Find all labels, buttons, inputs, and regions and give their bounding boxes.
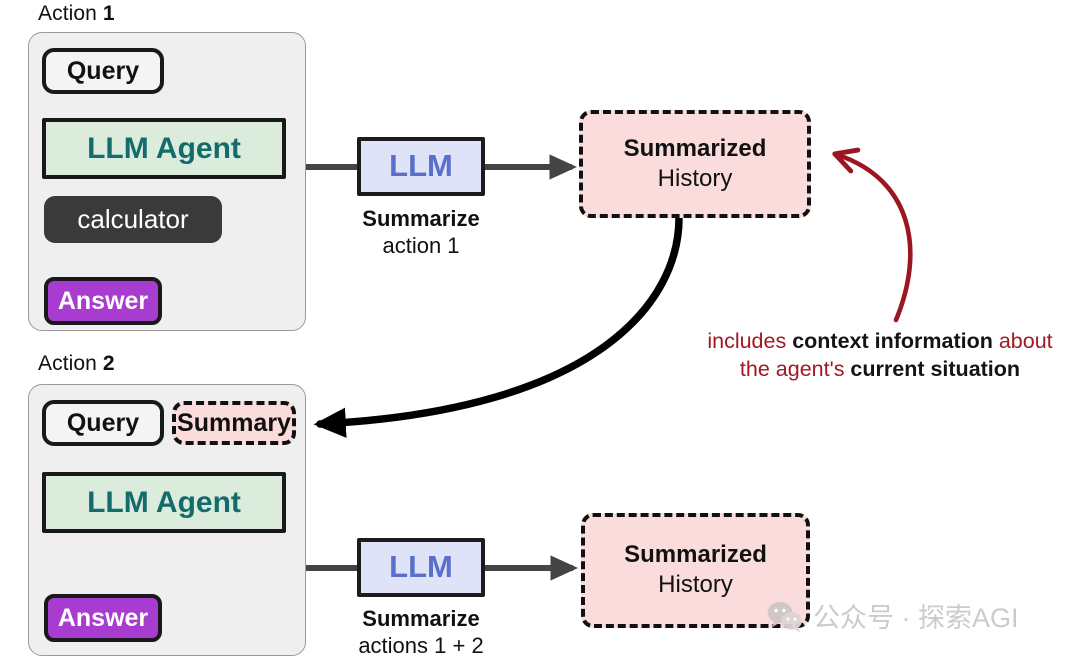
annotation-line1-pre: includes	[707, 329, 793, 353]
action-1-caption-prefix: Action	[38, 2, 103, 25]
action-2-query-label: Query	[66, 409, 140, 437]
summarizer-2-llm-box[interactable]: LLM	[357, 538, 485, 597]
history-1-line1: Summarized	[623, 134, 767, 162]
annotation-line2-pre: the agent's	[739, 356, 851, 381]
action-1-answer-label: Answer	[57, 287, 149, 315]
summarizer-1-caption: Summarize action 1	[357, 206, 485, 260]
summarized-history-box-2[interactable]: Summarized History	[581, 513, 810, 628]
action-1-agent-label: LLM Agent	[87, 131, 241, 165]
summarizer-1-caption-strong: Summarize	[362, 206, 480, 231]
summarizer-2-caption-strong: Summarize	[362, 606, 480, 631]
action-1-answer-box[interactable]: Answer	[44, 277, 162, 325]
wechat-icon	[766, 600, 804, 632]
action-2-answer-box[interactable]: Answer	[44, 594, 162, 642]
action-1-query-box[interactable]: Query	[42, 48, 164, 94]
summarizer-1-llm-box[interactable]: LLM	[357, 137, 485, 196]
annotation-line1-post: about	[992, 329, 1053, 353]
action-2-caption-prefix: Action	[38, 352, 103, 375]
action-2-summary-label: Summary	[177, 409, 291, 437]
action-2-caption-number: 2	[102, 352, 115, 375]
annotation-callout-curve	[832, 147, 913, 323]
action-1-agent-box[interactable]: LLM Agent	[42, 118, 286, 179]
watermark-text: 公众号 · 探索AGI	[813, 603, 1019, 633]
annotation-line-2: the agent's current situation	[700, 356, 1060, 384]
action-2-agent-label: LLM Agent	[87, 485, 241, 519]
action-2-agent-box[interactable]: LLM Agent	[42, 472, 286, 533]
summarizer-1-caption-weak: action 1	[382, 232, 460, 258]
action-1-query-label: Query	[66, 57, 140, 85]
history-1-line2: History	[657, 164, 733, 192]
summarizer-2-caption-weak: actions 1 + 2	[358, 632, 484, 658]
action-2-answer-label: Answer	[57, 604, 149, 632]
summarizer-2-caption: Summarize actions 1 + 2	[340, 606, 502, 660]
context-annotation: includes context information about the a…	[700, 328, 1060, 384]
watermark: 公众号 · 探索AGI	[766, 596, 1019, 635]
annotation-line1-bold: context information	[792, 329, 993, 353]
action-1-tool-box[interactable]: calculator	[44, 196, 222, 243]
action-2-caption: Action 2	[38, 352, 115, 376]
action-1-caption: Action 1	[38, 2, 115, 26]
action-1-caption-number: 1	[102, 2, 115, 25]
history-2-line1: Summarized	[624, 541, 767, 569]
history-2-line2: History	[658, 571, 733, 598]
annotation-line2-bold: current situation	[850, 356, 1021, 381]
action-2-query-box[interactable]: Query	[42, 400, 164, 446]
summarized-history-box-1[interactable]: Summarized History	[579, 110, 811, 218]
action-2-summary-chip[interactable]: Summary	[172, 401, 296, 445]
action-1-tool-label: calculator	[77, 203, 189, 234]
summarizer-2-llm-label: LLM	[389, 549, 453, 585]
annotation-line-1: includes context information about	[700, 328, 1060, 356]
summarizer-1-llm-label: LLM	[389, 148, 453, 184]
